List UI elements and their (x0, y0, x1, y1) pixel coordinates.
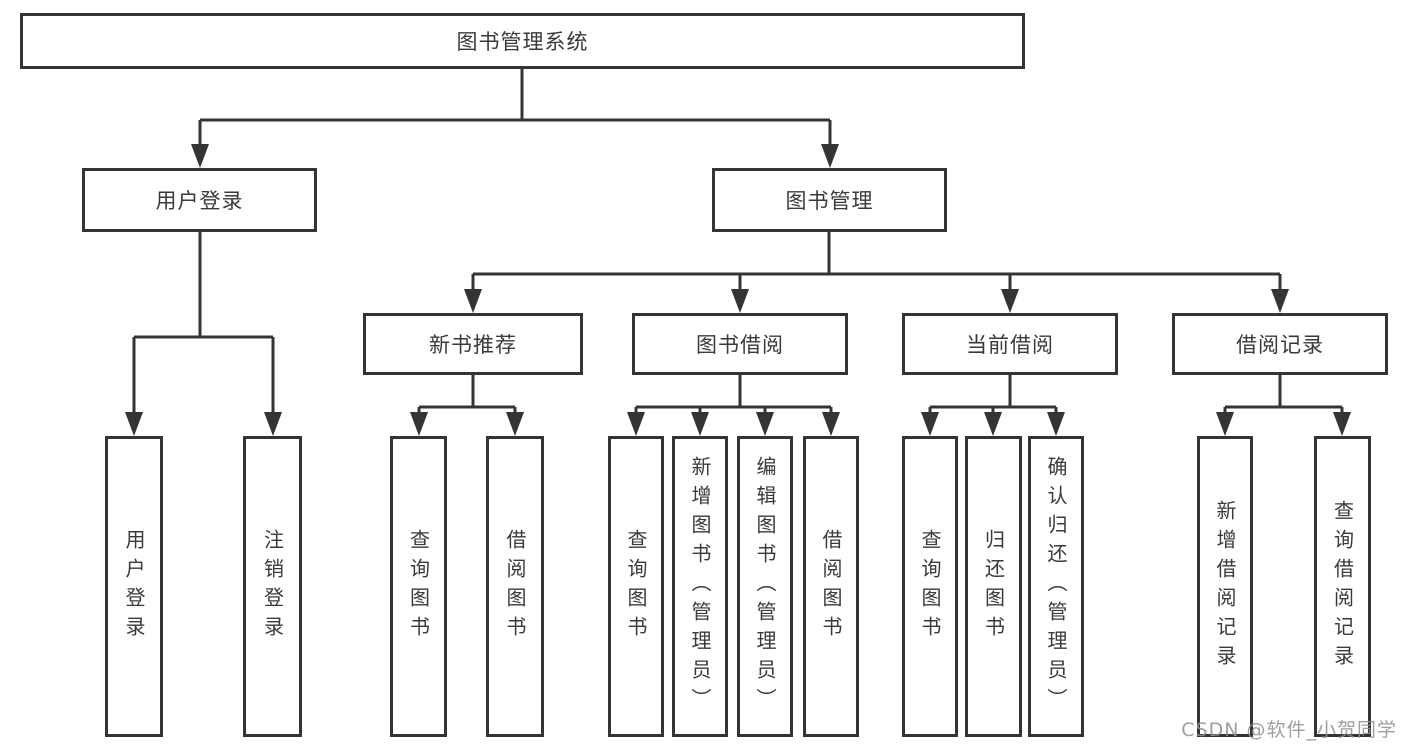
leaf-add-books-admin: 新增图书（管理员） (672, 436, 728, 737)
leaf-borrowing-query-books: 查询图书 (608, 436, 664, 737)
arrow-down-icon (731, 289, 749, 313)
node-label: 当前借阅 (966, 333, 1054, 357)
node-label: 借阅图书 (819, 528, 843, 645)
leaf-return-books: 归还图书 (965, 436, 1022, 737)
node-label: 注销登录 (260, 528, 285, 645)
arrowheads (125, 144, 1351, 436)
arrow-down-icon (410, 412, 428, 436)
arrow-down-icon (921, 412, 939, 436)
connector-newbook-to-leaves (417, 375, 517, 414)
node-label: 查询图书 (918, 528, 942, 645)
connector-records-to-leaves (1223, 375, 1344, 414)
node-user-login: 用户登录 (82, 168, 317, 232)
node-label: 查询图书 (406, 528, 431, 645)
node-new-book-recommend: 新书推荐 (363, 313, 583, 375)
arrow-down-icon (1047, 412, 1065, 436)
leaf-newbook-borrow-books: 借阅图书 (486, 436, 544, 737)
arrow-down-icon (506, 412, 524, 436)
node-label: 借阅图书 (503, 528, 527, 645)
leaf-edit-books-admin: 编辑图书（管理员） (737, 436, 793, 737)
arrow-down-icon (984, 412, 1002, 436)
node-library-system: 图书管理系统 (20, 13, 1025, 69)
arrow-down-icon (627, 412, 645, 436)
node-label: 新增图书（管理员） (688, 456, 712, 717)
node-label: 图书借阅 (696, 333, 784, 357)
arrow-down-icon (1333, 412, 1351, 436)
csdn-watermark: CSDN @软件_小贺同学 (1181, 719, 1397, 741)
node-label: 新增借阅记录 (1213, 499, 1237, 674)
connector-root-to-level2 (198, 69, 832, 146)
leaf-add-borrow-record: 新增借阅记录 (1197, 436, 1253, 737)
leaf-logout: 注销登录 (243, 436, 302, 737)
arrow-down-icon (756, 412, 774, 436)
arrow-down-icon (822, 412, 840, 436)
arrow-down-icon (1216, 412, 1234, 436)
arrow-down-icon (1271, 289, 1289, 313)
node-label: 借阅记录 (1236, 333, 1324, 357)
node-label: 用户登录 (122, 528, 146, 645)
node-current-borrowing: 当前借阅 (902, 313, 1118, 375)
node-label: 查询借阅记录 (1330, 499, 1355, 674)
node-label: 新书推荐 (429, 333, 517, 357)
node-label: 用户登录 (155, 189, 244, 213)
node-label: 确认归还（管理员） (1044, 456, 1068, 717)
arrow-down-icon (464, 289, 482, 313)
arrow-down-icon (691, 412, 709, 436)
leaf-borrowing-borrow-books: 借阅图书 (803, 436, 859, 737)
node-label: 归还图书 (981, 528, 1006, 645)
connector-currentborrow-to-leaves (928, 375, 1058, 414)
node-label: 图书管理 (785, 189, 874, 213)
connector-userlogin-to-leaves (132, 232, 275, 414)
node-label: 编辑图书（管理员） (753, 456, 777, 717)
connector-bookborrow-to-leaves (634, 375, 833, 414)
node-book-borrowing: 图书借阅 (632, 313, 848, 375)
arrow-down-icon (125, 412, 143, 436)
arrow-down-icon (1001, 289, 1019, 313)
arrow-down-icon (191, 144, 209, 168)
arrow-down-icon (821, 144, 839, 168)
leaf-confirm-return-admin: 确认归还（管理员） (1028, 436, 1084, 737)
leaf-query-borrow-record: 查询借阅记录 (1314, 436, 1371, 737)
node-book-management: 图书管理 (712, 168, 947, 232)
leaf-user-login: 用户登录 (105, 436, 163, 737)
leaf-newbook-query-books: 查询图书 (390, 436, 447, 737)
leaf-current-query-books: 查询图书 (902, 436, 958, 737)
node-label: 图书管理系统 (456, 30, 589, 54)
node-borrow-records: 借阅记录 (1172, 313, 1388, 375)
connector-bookmgmt-to-level3 (471, 232, 1282, 291)
node-label: 查询图书 (624, 528, 648, 645)
arrow-down-icon (264, 412, 282, 436)
